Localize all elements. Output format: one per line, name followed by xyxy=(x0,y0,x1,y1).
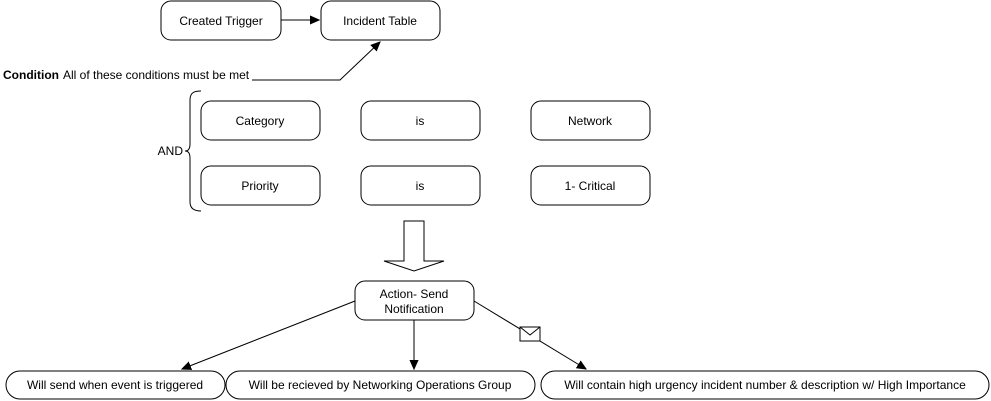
incident-table-label: Incident Table xyxy=(343,14,417,28)
action-label-line2: Notification xyxy=(384,302,443,316)
edge-action-to-outcome-1 xyxy=(182,300,356,369)
condition-row-priority: Priority is 1- Critical xyxy=(200,165,651,206)
edge-condition-to-table xyxy=(252,42,380,81)
envelope-icon xyxy=(519,326,541,342)
created-trigger-label: Created Trigger xyxy=(179,14,262,28)
condition-caption: Condition All of these conditions must be… xyxy=(3,68,250,82)
outcome-contain-label: Will contain high urgency incident numbe… xyxy=(564,378,966,392)
outcome-send-label: Will send when event is triggered xyxy=(27,378,203,392)
and-label: AND xyxy=(158,144,184,158)
outcome-node-received: Will be recieved by Networking Operation… xyxy=(225,370,536,400)
condition-value-category: Network xyxy=(568,114,613,128)
created-trigger-node: Created Trigger xyxy=(160,0,282,41)
action-label-line1: Action- Send xyxy=(380,287,449,301)
condition-row-category: Category is Network xyxy=(200,100,651,141)
condition-value-priority: 1- Critical xyxy=(565,179,616,193)
condition-field-category: Category xyxy=(236,114,285,128)
outcome-received-label: Will be recieved by Networking Operation… xyxy=(249,378,512,392)
down-arrow-icon xyxy=(383,220,445,272)
and-brace xyxy=(184,90,202,212)
condition-label: Condition xyxy=(3,68,59,82)
action-node: Action- Send Notification xyxy=(354,280,475,321)
condition-operator-category: is xyxy=(416,114,425,128)
incident-table-node: Incident Table xyxy=(320,0,441,41)
condition-operator-priority: is xyxy=(416,179,425,193)
condition-field-priority: Priority xyxy=(241,179,278,193)
condition-text: All of these conditions must be met xyxy=(63,68,250,82)
outcome-node-send: Will send when event is triggered xyxy=(5,370,226,400)
outcome-node-contain: Will contain high urgency incident numbe… xyxy=(540,370,990,400)
